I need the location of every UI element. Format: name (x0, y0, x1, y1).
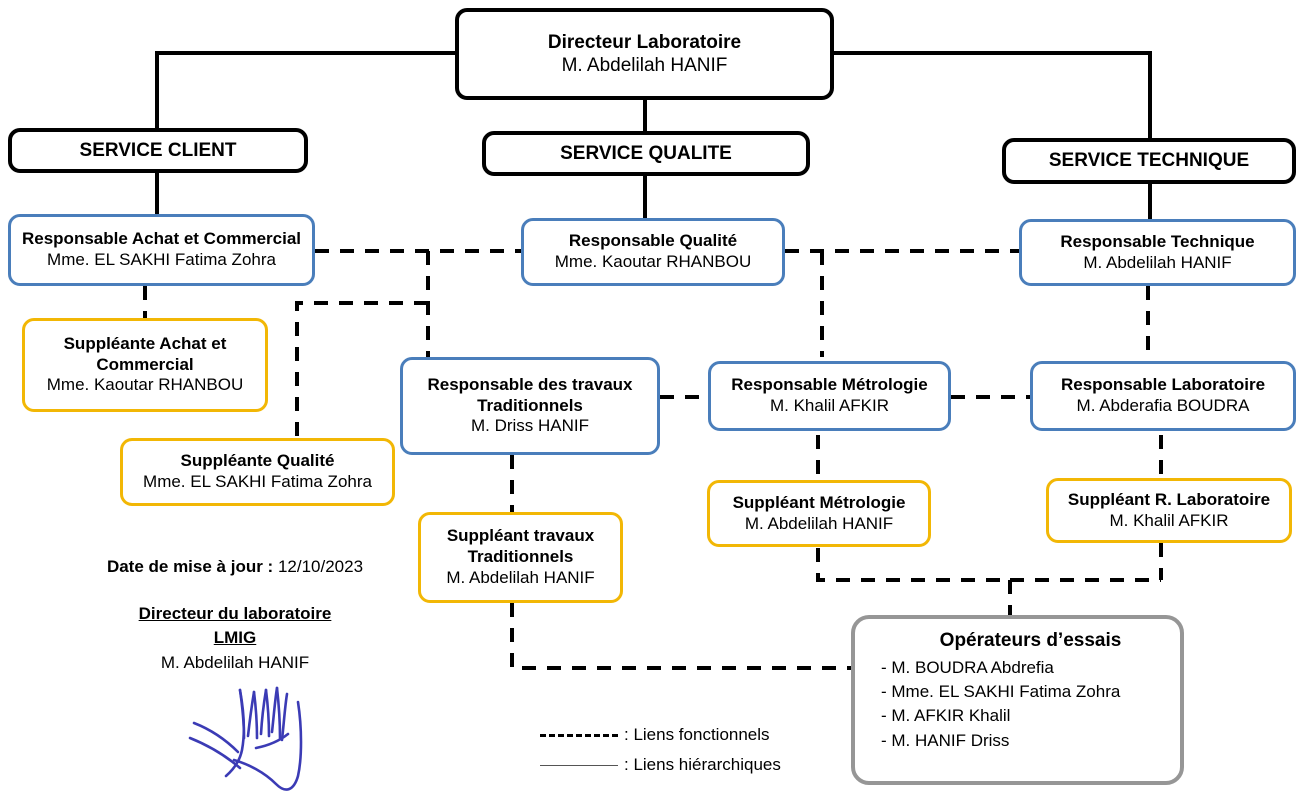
signature-person: M. Abdelilah HANIF (160, 652, 310, 672)
node-service-qualite[interactable]: SERVICE QUALITE (482, 131, 810, 176)
node-supp-metrologie-person: M. Abdelilah HANIF (744, 513, 894, 533)
handwritten-signature (188, 686, 303, 791)
node-resp-technique-person: M. Abdelilah HANIF (1083, 252, 1232, 272)
operateur-item: - Mme. EL SAKHI Fatima Zohra (881, 682, 1121, 702)
node-resp-laboratoire[interactable]: Responsable Laboratoire M. Abderafia BOU… (1030, 361, 1296, 431)
update-date-label: Date de mise à jour : (106, 557, 274, 576)
node-operateurs-essais[interactable]: Opérateurs d’essais - M. BOUDRA Abdrefia… (851, 615, 1184, 785)
update-date-value: 12/10/2023 (277, 557, 364, 576)
node-resp-qualite[interactable]: Responsable Qualité Mme. Kaoutar RHANBOU (521, 218, 785, 286)
link-director-service-technique (834, 51, 1152, 138)
legend-functional-label: : Liens fonctionnels (624, 725, 770, 744)
legend: : Liens fonctionnels : Liens hiérarchiqu… (540, 720, 781, 780)
node-supp-travaux-title-line2: Traditionnels (467, 547, 574, 567)
node-supp-travaux-title-line1: Suppléant travaux (446, 526, 595, 546)
node-resp-metrologie-title: Responsable Métrologie (731, 375, 928, 395)
node-supp-achat-title-line2: Commercial (96, 354, 194, 374)
node-supp-achat-commercial[interactable]: Suppléante Achat et Commercial Mme. Kaou… (22, 318, 268, 412)
node-service-technique[interactable]: SERVICE TECHNIQUE (1002, 138, 1296, 184)
node-service-client[interactable]: SERVICE CLIENT (8, 128, 308, 173)
node-supp-achat-person: Mme. Kaoutar RHANBOU (46, 375, 244, 395)
node-resp-qualite-title: Responsable Qualité (568, 231, 738, 251)
node-supp-qualite[interactable]: Suppléante Qualité Mme. EL SAKHI Fatima … (120, 438, 395, 506)
node-resp-technique-title: Responsable Technique (1060, 231, 1255, 251)
update-date-line: Date de mise à jour : 12/10/2023 (60, 555, 410, 580)
node-resp-technique[interactable]: Responsable Technique M. Abdelilah HANIF (1019, 219, 1296, 286)
node-supp-metrologie-title: Suppléant Métrologie (732, 492, 906, 512)
legend-hierarchical-label: : Liens hiérarchiques (624, 755, 781, 774)
dashed-line-icon (540, 733, 618, 737)
operateur-item: - M. AFKIR Khalil (881, 706, 1011, 726)
node-resp-achat-person: Mme. EL SAKHI Fatima Zohra (47, 250, 276, 269)
node-resp-qualite-person: Mme. Kaoutar RHANBOU (554, 252, 752, 271)
node-resp-travaux-title-line1: Responsable des travaux (427, 374, 633, 394)
node-resp-travaux-traditionnels[interactable]: Responsable des travaux Traditionnels M.… (400, 357, 660, 455)
node-resp-laboratoire-title: Responsable Laboratoire (1060, 375, 1266, 395)
link-director-service-client (155, 51, 455, 128)
node-supp-travaux-traditionnels[interactable]: Suppléant travaux Traditionnels M. Abdel… (418, 512, 623, 603)
legend-row-functional: : Liens fonctionnels (540, 720, 781, 750)
node-service-qualite-title: SERVICE QUALITE (560, 142, 732, 164)
node-supp-achat-title-line1: Suppléante Achat et (63, 333, 227, 353)
node-resp-laboratoire-person: M. Abderafia BOUDRA (1076, 396, 1250, 415)
node-supp-laboratoire-title: Suppléant R. Laboratoire (1067, 489, 1271, 509)
node-resp-travaux-person: M. Driss HANIF (470, 416, 590, 436)
solid-line-icon (540, 764, 618, 766)
operateur-item: - M. HANIF Driss (881, 730, 1010, 750)
node-supp-metrologie[interactable]: Suppléant Métrologie M. Abdelilah HANIF (707, 480, 931, 547)
node-service-technique-title: SERVICE TECHNIQUE (1048, 150, 1250, 172)
node-operateurs-title: Opérateurs d’essais (939, 630, 1122, 651)
link-supp-metrologie-operateurs-bus (816, 548, 1010, 582)
node-resp-travaux-title-line2: Traditionnels (477, 395, 583, 415)
signature-title-line1: Directeur du laboratoire (138, 603, 332, 623)
node-supp-qualite-person: Mme. EL SAKHI Fatima Zohra (143, 472, 372, 491)
node-supp-qualite-title: Suppléante Qualité (180, 451, 335, 471)
node-director-person: M. Abdelilah HANIF (561, 55, 728, 76)
node-supp-laboratoire-person: M. Khalil AFKIR (1109, 510, 1229, 530)
link-supp-travaux-operateurs (510, 603, 851, 670)
footer-info: Date de mise à jour : 12/10/2023 Directe… (60, 555, 410, 676)
node-supp-travaux-person: M. Abdelilah HANIF (446, 567, 595, 587)
node-service-client-title: SERVICE CLIENT (79, 139, 237, 161)
operateur-item: - M. BOUDRA Abdrefia (881, 658, 1054, 678)
node-resp-metrologie-person: M. Khalil AFKIR (769, 396, 890, 415)
node-resp-metrologie[interactable]: Responsable Métrologie M. Khalil AFKIR (708, 361, 951, 431)
node-director-title: Directeur Laboratoire (547, 31, 742, 53)
legend-row-hierarchical: : Liens hiérarchiques (540, 750, 781, 780)
node-resp-achat-commercial[interactable]: Responsable Achat et Commercial Mme. EL … (8, 214, 315, 286)
signature-title-line2: LMIG (213, 628, 257, 648)
node-director[interactable]: Directeur Laboratoire M. Abdelilah HANIF (455, 8, 834, 100)
node-supp-r-laboratoire[interactable]: Suppléant R. Laboratoire M. Khalil AFKIR (1046, 478, 1292, 543)
node-resp-achat-title: Responsable Achat et Commercial (21, 229, 301, 249)
